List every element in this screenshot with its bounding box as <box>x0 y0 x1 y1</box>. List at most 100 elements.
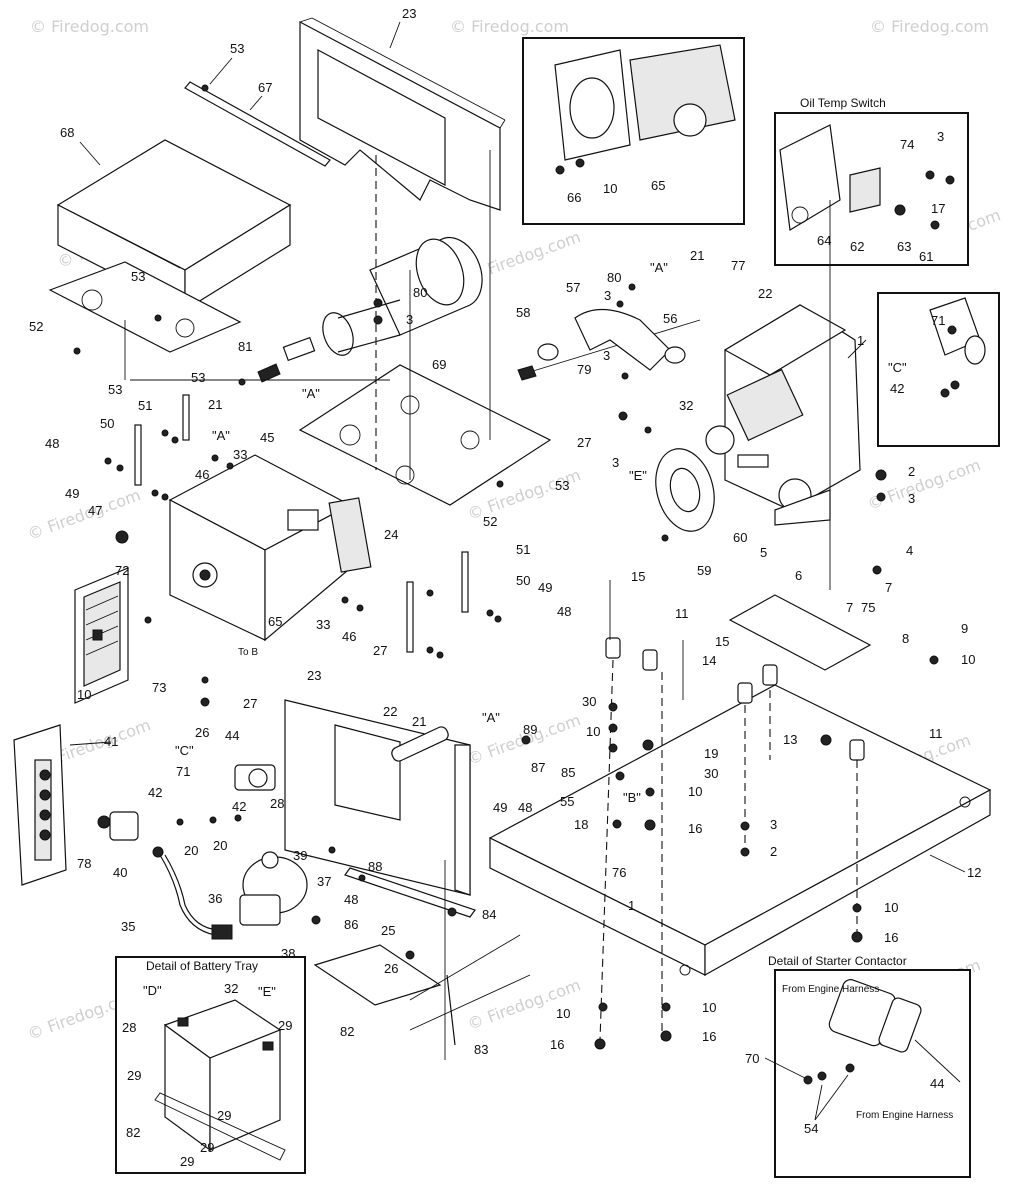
callout-e: "E" <box>629 468 647 483</box>
gas-regulator <box>97 811 233 940</box>
part-label: 17 <box>931 201 945 216</box>
callout-a: "A" <box>650 260 668 275</box>
part-label: 49 <box>538 580 552 595</box>
part-label: 21 <box>412 714 426 729</box>
part-label: 15 <box>715 634 729 649</box>
part-label: 89 <box>523 722 537 737</box>
part-label: 6 <box>795 568 802 583</box>
control-panel <box>284 699 471 896</box>
part-label: 29 <box>127 1068 141 1083</box>
part-label: 58 <box>516 305 530 320</box>
hold-down-rod <box>446 974 456 1046</box>
watermark: © Firedog.com <box>870 17 989 36</box>
part-label: 67 <box>258 80 272 95</box>
callout-c: "C" <box>888 360 907 375</box>
part-label: 77 <box>731 258 745 273</box>
part-label: 16 <box>884 930 898 945</box>
part-label: 73 <box>152 680 166 695</box>
part-label: 26 <box>384 961 398 976</box>
engine-mount-plate <box>728 594 872 671</box>
part-label: 45 <box>260 430 274 445</box>
fuel-solenoid <box>234 764 276 791</box>
part-label: 23 <box>402 6 416 21</box>
engine <box>705 304 861 526</box>
part-label: 80 <box>607 270 621 285</box>
part-label: 46 <box>342 629 356 644</box>
part-label: 22 <box>383 704 397 719</box>
part-label: 10 <box>586 724 600 739</box>
part-label: 55 <box>560 794 574 809</box>
part-label: 56 <box>663 311 677 326</box>
part-label: 2 <box>770 844 777 859</box>
part-label: 4 <box>906 543 913 558</box>
part-number-labels: 23 53 67 68 53 52 53 80 3 81 69 53 51 21… <box>29 6 981 1169</box>
part-label: 30 <box>582 694 596 709</box>
part-label: 13 <box>783 732 797 747</box>
enclosure-panel-top <box>299 17 506 211</box>
part-label: 3 <box>937 129 944 144</box>
part-label: 39 <box>293 848 307 863</box>
part-label: 24 <box>384 527 398 542</box>
part-label: 8 <box>902 631 909 646</box>
part-label: 3 <box>603 348 610 363</box>
part-label: 3 <box>770 817 777 832</box>
part-label: 54 <box>804 1121 818 1136</box>
callout-e: "E" <box>258 984 276 999</box>
side-panel <box>13 724 67 886</box>
battery-tray-caption: Detail of Battery Tray <box>146 959 258 973</box>
callout-d: "D" <box>143 983 162 998</box>
part-label: 48 <box>45 436 59 451</box>
part-label: 10 <box>556 1006 570 1021</box>
part-label: 53 <box>230 41 244 56</box>
part-label: 62 <box>850 239 864 254</box>
muffler <box>257 237 483 383</box>
part-label: 10 <box>884 900 898 915</box>
part-label: 60 <box>733 530 747 545</box>
part-label: 21 <box>690 248 704 263</box>
part-label: 85 <box>561 765 575 780</box>
part-label: 3 <box>612 455 619 470</box>
part-label: 86 <box>344 917 358 932</box>
part-label: 49 <box>493 800 507 815</box>
starter-contactor-art <box>803 979 922 1085</box>
part-label: 61 <box>919 249 933 264</box>
part-label: 10 <box>961 652 975 667</box>
watermark: © Firedog.com <box>865 455 983 514</box>
starter-contactor-caption: Detail of Starter Contactor <box>768 954 907 968</box>
watermark: © Firedog.com <box>450 17 569 36</box>
part-label: 28 <box>270 796 284 811</box>
part-label: 23 <box>307 668 321 683</box>
battery-tray-plate <box>313 944 442 1006</box>
support-bracket <box>134 424 142 486</box>
callout-a: "A" <box>482 710 500 725</box>
hardware-fasteners <box>73 84 939 1050</box>
part-label: 29 <box>180 1154 194 1169</box>
part-label: 66 <box>567 190 581 205</box>
part-label: 51 <box>138 398 152 413</box>
part-label: 2 <box>908 464 915 479</box>
part-label: 16 <box>550 1037 564 1052</box>
part-label: 3 <box>604 288 611 303</box>
from-engine-harness-caption: From Engine Harness <box>856 1110 953 1121</box>
part-label: 3 <box>406 312 413 327</box>
part-label: 47 <box>88 503 102 518</box>
part-label: 41 <box>104 734 118 749</box>
part-label: 53 <box>108 382 122 397</box>
engine-adapter-detail-art <box>554 44 736 175</box>
part-label: 65 <box>651 178 665 193</box>
part-label: 25 <box>381 923 395 938</box>
support-bracket <box>182 394 190 441</box>
part-label: 10 <box>688 784 702 799</box>
part-label: 11 <box>675 606 689 621</box>
part-label: 1 <box>628 898 635 913</box>
oil-temp-switch-caption: Oil Temp Switch <box>800 96 886 110</box>
part-label: 29 <box>278 1018 292 1033</box>
part-label: 7 <box>846 600 853 615</box>
part-label: 20 <box>213 838 227 853</box>
part-label: 72 <box>115 563 129 578</box>
watermark: © Firedog.com <box>30 17 149 36</box>
part-label: 35 <box>121 919 135 934</box>
callout-a: "A" <box>302 386 320 401</box>
part-label: 26 <box>195 725 209 740</box>
